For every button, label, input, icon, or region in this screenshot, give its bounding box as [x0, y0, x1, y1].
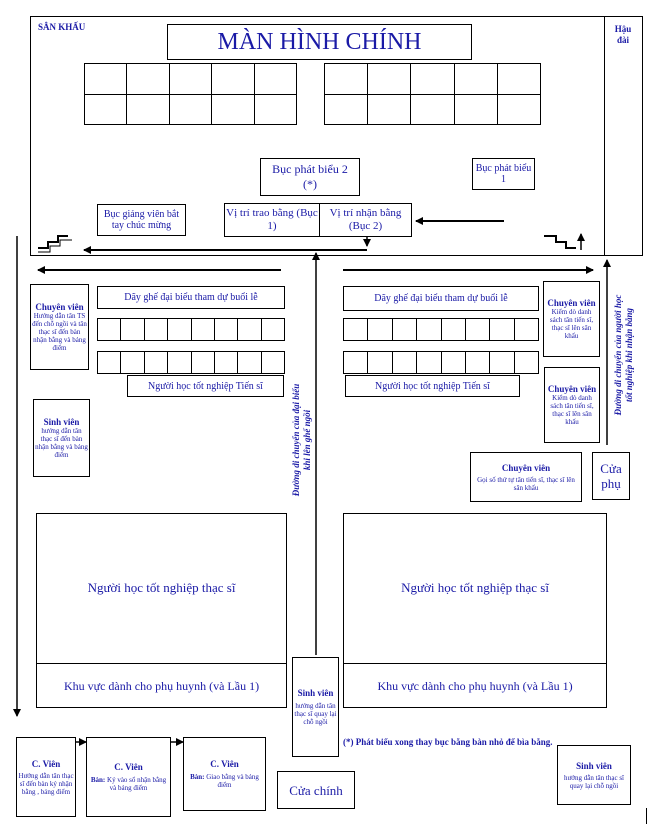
delegate-seats-left: Dãy ghế đại biểu tham dự buổi lễ — [97, 286, 285, 309]
right-specialist-1-desc: Kiểm dò danh sách tân tiến sĩ, thạc sĩ l… — [549, 308, 594, 340]
side-door[interactable]: Cửa phụ — [592, 452, 630, 500]
bottom-right-student-desc: hướng dẫn tân thạc sĩ quay lại chỗ ngồi — [564, 773, 624, 790]
parents-divider-left — [36, 663, 287, 664]
bottom-specialist-2-bold: Bàn: — [90, 776, 106, 784]
left-student-title: Sinh viên — [43, 417, 80, 427]
podium-1: Bục phát biểu 1 — [472, 158, 535, 190]
masters-area-right — [343, 513, 607, 708]
main-screen: MÀN HÌNH CHÍNH — [167, 24, 472, 60]
stage-seats-left — [84, 63, 297, 125]
bottom-right-student: Sinh viên hướng dẫn tân thạc sĩ quay lại… — [557, 745, 631, 805]
phd-grads-left: Người học tốt nghiệp Tiến sĩ — [127, 375, 284, 397]
bottom-specialist-3-bold: Bàn: — [190, 773, 205, 781]
center-student-title: Sinh viên — [297, 688, 334, 698]
footnote: (*) Phát biểu xong thay bục bằng bàn nhỏ… — [343, 737, 553, 747]
left-specialist-title: Chuyên viên — [35, 302, 84, 312]
delegate-rows-right-1 — [343, 318, 539, 341]
caller-specialist-box: Chuyên viên Gọi số thứ tự tân tiến sĩ, t… — [470, 452, 582, 502]
parents-right: Khu vực dành cho phụ huynh (và Lầu 1) — [343, 664, 607, 708]
masters-area-left — [36, 513, 287, 708]
bottom-specialist-3-desc: Giao bằng và bảng điểm — [206, 773, 259, 789]
delegate-rows-left-1 — [97, 318, 285, 341]
stage-label: SÂN KHẤU — [38, 22, 86, 32]
bottom-specialist-2-desc: Ký vào sổ nhận bằng và bảng điểm — [107, 776, 167, 792]
caller-specialist-desc: Gọi số thứ tự tân tiến sĩ, thạc sĩ lên s… — [477, 475, 575, 492]
parents-left-label: Khu vực dành cho phụ huynh (và Lầu 1) — [63, 678, 260, 693]
podium-2-note: (*) — [303, 177, 317, 191]
delegate-seats-right: Dãy ghế đại biểu tham dự buổi lễ — [343, 286, 539, 311]
center-student-box: Sinh viên hướng dẫn tân thạc sĩ quay lại… — [292, 657, 339, 757]
podium-2: Bục phát biểu 2 (*) — [260, 158, 360, 196]
masters-right-label: Người học tốt nghiệp thạc sĩ — [401, 580, 549, 595]
side-door-label: Cửa phụ — [600, 461, 622, 491]
right-specialist-1-title: Chuyên viên — [547, 298, 596, 308]
podium-2-title: Bục phát biểu 2 — [272, 162, 348, 176]
bottom-specialist-3-title: C. Viên — [210, 759, 239, 769]
receive-position-label: Vị trí nhận bằng (Bục 2) — [329, 207, 402, 232]
backstage-divider — [604, 16, 605, 256]
masters-left-label: Người học tốt nghiệp thạc sĩ — [87, 580, 236, 595]
phd-grads-right: Người học tốt nghiệp Tiến sĩ — [345, 375, 520, 397]
parents-left: Khu vực dành cho phụ huynh (và Lầu 1) — [36, 664, 287, 708]
parents-divider-right — [343, 663, 607, 664]
bottom-specialist-1: C. Viên Hướng dẫn tân thạc sĩ đến bàn ký… — [16, 737, 76, 817]
backstage-label: Hậu đài — [614, 24, 632, 45]
caller-specialist-title: Chuyên viên — [501, 462, 551, 473]
award-position-label: Vị trí trao bằng (Bục 1) — [226, 207, 318, 232]
bottom-right-student-title: Sinh viên — [576, 760, 612, 771]
bottom-specialist-1-title: C. Viên — [31, 758, 61, 769]
bottom-specialist-1-desc: Hướng dẫn tân thạc sĩ đến bàn ký nhận bằ… — [18, 771, 74, 796]
left-specialist-desc: Hướng dẫn tân TS đến chỗ ngồi và tân thạ… — [32, 312, 87, 352]
right-specialist-2-desc: Kiểm dò danh sách tân tiến sĩ, thạc sĩ l… — [550, 394, 594, 426]
masters-left: Người học tốt nghiệp thạc sĩ — [36, 513, 287, 663]
main-door[interactable]: Cửa chính — [277, 771, 355, 809]
receive-position: Vị trí nhận bằng (Bục 2) — [319, 203, 412, 237]
bottom-specialist-2: C. Viên Bàn: Ký vào sổ nhận bằng và bảng… — [86, 737, 171, 817]
delegate-rows-right-2 — [343, 351, 539, 374]
delegate-rows-left-2 — [97, 351, 285, 374]
bottom-specialist-3: C. Viên Bàn: Giao bằng và bảng điểm — [183, 737, 266, 811]
masters-right: Người học tốt nghiệp thạc sĩ — [343, 513, 607, 663]
stage-seats-right — [324, 63, 541, 125]
left-specialist-box: Chuyên viên Hướng dẫn tân TS đến chỗ ngồ… — [30, 284, 89, 370]
delegate-seats-left-label: Dãy ghế đại biểu tham dự buổi lễ — [124, 292, 258, 303]
podium-1-label: Bục phát biểu 1 — [475, 163, 532, 185]
parents-right-label: Khu vực dành cho phụ huynh (và Lầu 1) — [377, 678, 573, 693]
award-position: Vị trí trao bằng (Bục 1) — [224, 203, 320, 237]
center-student-desc: hướng dẫn tân thạc sĩ quay lại chỗ ngồi — [294, 702, 337, 726]
lecturer-podium: Bục giảng viên bắt tay chúc mừng — [97, 204, 186, 236]
delegate-seats-right-label: Dãy ghế đại biểu tham dự buổi lễ — [374, 293, 508, 304]
left-student-desc: hướng dẫn tân thạc sĩ đến bàn nhận bằng … — [35, 427, 88, 459]
lecturer-podium-label: Bục giảng viên bắt tay chúc mừng — [103, 209, 180, 231]
phd-grads-left-label: Người học tốt nghiệp Tiến sĩ — [148, 380, 263, 392]
right-specialist-2-title: Chuyên viên — [547, 384, 597, 394]
main-screen-title: MÀN HÌNH CHÍNH — [217, 28, 422, 55]
stairs-left-icon — [38, 235, 72, 253]
right-specialist-2-box: Chuyên viên Kiểm dò danh sách tân tiến s… — [544, 367, 600, 443]
left-student-box: Sinh viên hướng dẫn tân thạc sĩ đến bàn … — [33, 399, 90, 477]
bottom-specialist-2-title: C. Viên — [114, 762, 143, 772]
right-specialist-1-box: Chuyên viên Kiểm dò danh sách tân tiến s… — [543, 281, 600, 357]
main-door-label: Cửa chính — [289, 782, 343, 798]
phd-grads-right-label: Người học tốt nghiệp Tiến sĩ — [375, 380, 490, 392]
stairs-right-icon — [544, 235, 576, 249]
